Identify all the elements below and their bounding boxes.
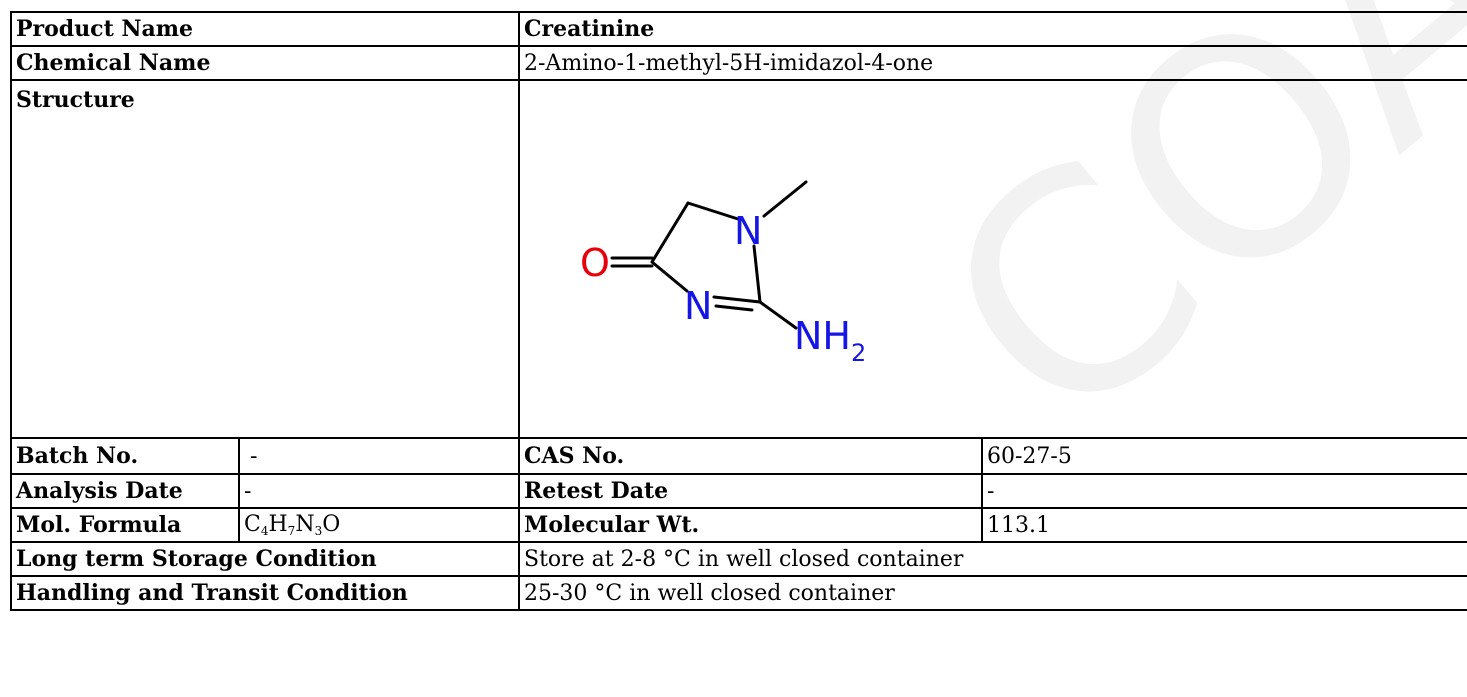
storage-value: Store at 2-8 °C in well closed container <box>518 541 1467 577</box>
atom-amine-sub: 2 <box>851 339 866 367</box>
atom-nitrogen-bottom: N <box>684 284 712 328</box>
coa-table: Product Name Creatinine Chemical Name 2-… <box>10 11 1467 611</box>
bond-n-methyl <box>762 180 808 218</box>
product-name-label: Product Name <box>10 11 520 47</box>
formula-h-count: 7 <box>287 524 296 538</box>
row-product-name: Product Name Creatinine <box>10 11 1467 47</box>
bond-c2-nh2 <box>758 300 798 330</box>
handling-value: 25-30 °C in well closed container <box>518 575 1467 611</box>
formula-h: H <box>268 512 288 537</box>
retest-date-label: Retest Date <box>518 473 983 509</box>
row-handling: Handling and Transit Condition 25-30 °C … <box>10 575 1467 611</box>
row-structure: Structure <box>10 79 1467 439</box>
retest-date-value: - <box>981 473 1467 509</box>
formula-c: C <box>244 512 261 537</box>
batch-value: - <box>238 437 520 475</box>
analysis-date-value: - <box>238 473 520 509</box>
atom-oxygen: O <box>580 241 610 285</box>
bond-c2-n-2 <box>714 304 754 312</box>
bond-n-c <box>650 260 689 293</box>
bond-c2-n <box>712 295 762 304</box>
row-analysis: Analysis Date - Retest Date - <box>10 473 1467 509</box>
formula-n: N <box>295 512 315 537</box>
structure-cell: O N N NH 2 <box>518 79 1467 439</box>
formula-n-count: 3 <box>314 524 323 538</box>
atom-nitrogen-top: N <box>734 209 762 253</box>
row-batch: Batch No. - CAS No. 60-27-5 <box>10 437 1467 475</box>
mol-wt-value: 113.1 <box>981 507 1467 543</box>
bond-c-ch2 <box>650 201 690 264</box>
formula-c-count: 4 <box>260 524 269 538</box>
product-name-value: Creatinine <box>518 11 1467 47</box>
row-chemical-name: Chemical Name 2-Amino-1-methyl-5H-imidaz… <box>10 45 1467 81</box>
atom-amine: NH <box>794 314 851 358</box>
analysis-date-label: Analysis Date <box>10 473 240 509</box>
cas-label: CAS No. <box>518 437 983 475</box>
row-formula: Mol. Formula C4H7N3O Molecular Wt. 113.1 <box>10 507 1467 543</box>
mol-wt-label: Molecular Wt. <box>518 507 983 543</box>
row-storage: Long term Storage Condition Store at 2-8… <box>10 541 1467 577</box>
bond-ch2-n <box>686 201 740 221</box>
batch-label: Batch No. <box>10 437 240 475</box>
cas-value: 60-27-5 <box>981 437 1467 475</box>
formula-o: O <box>322 512 341 537</box>
handling-label: Handling and Transit Condition <box>10 575 520 611</box>
storage-label: Long term Storage Condition <box>10 541 520 577</box>
chemical-name-value: 2-Amino-1-methyl-5H-imidazol-4-one <box>518 45 1467 81</box>
mol-formula-label: Mol. Formula <box>10 507 240 543</box>
structure-label: Structure <box>10 79 520 439</box>
chemical-name-label: Chemical Name <box>10 45 520 81</box>
structure-diagram: O N N NH 2 <box>580 180 866 367</box>
bond-n-c2 <box>752 244 762 304</box>
mol-formula-value: C4H7N3O <box>238 507 520 543</box>
